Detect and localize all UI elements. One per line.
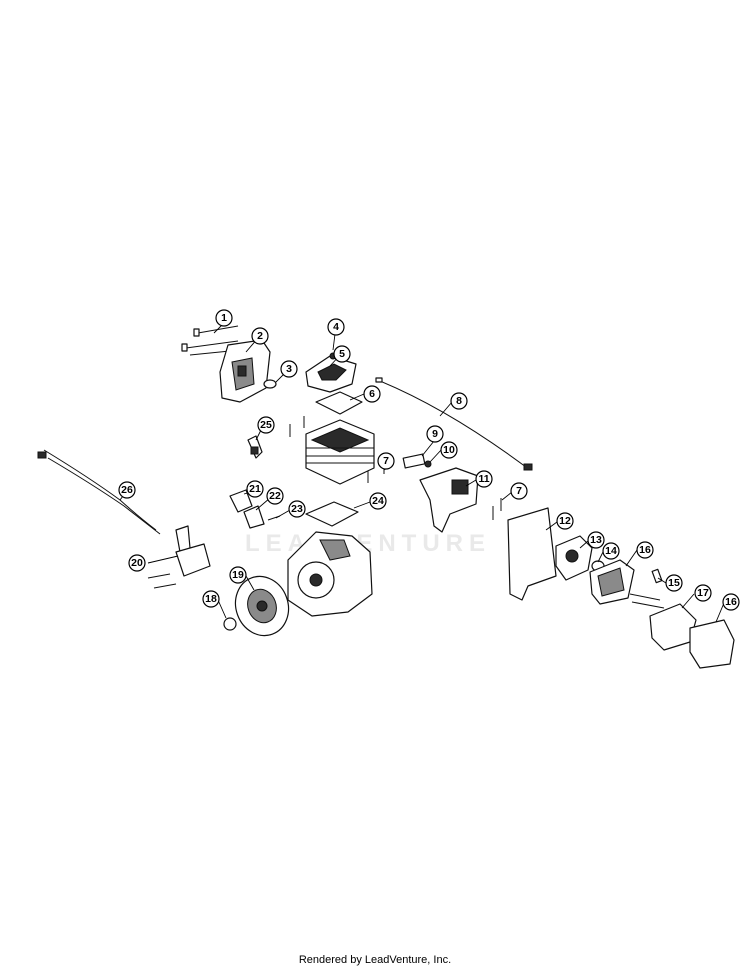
part-ignition-coil (147, 525, 211, 589)
callout-18: 18 (202, 590, 220, 608)
part-filter-element (649, 603, 697, 651)
callout-1: 1 (215, 309, 233, 327)
svg-text:17: 17 (697, 587, 709, 599)
svg-text:20: 20 (131, 557, 143, 569)
part-screws-filter (629, 568, 665, 609)
part-gasket-bottom (305, 501, 359, 527)
svg-text:12: 12 (559, 515, 571, 527)
callout-20: 20 (128, 554, 146, 572)
part-flywheel-nut (223, 617, 237, 631)
callout-15: 15 (665, 574, 683, 592)
part-intake (229, 489, 281, 529)
svg-text:10: 10 (443, 444, 455, 456)
svg-text:8: 8 (456, 395, 462, 407)
callout-6: 6 (363, 385, 381, 403)
part-throttle-cable (375, 377, 533, 471)
part-cylinder-cover (305, 352, 357, 393)
part-wire (37, 449, 161, 535)
svg-text:18: 18 (205, 593, 217, 605)
part-o-ring (263, 379, 277, 389)
svg-text:14: 14 (605, 545, 617, 557)
svg-text:6: 6 (369, 388, 375, 400)
callout-25: 25 (257, 416, 275, 434)
part-cover (219, 339, 271, 403)
svg-text:16: 16 (639, 544, 651, 556)
callout-24: 24 (369, 492, 387, 510)
svg-text:25: 25 (260, 419, 272, 431)
part-bracket (419, 467, 479, 533)
callout-16b: 16 (722, 593, 740, 611)
part-crankcase (287, 531, 373, 617)
footer-credit: Rendered by LeadVenture, Inc. (298, 954, 452, 966)
callout-21: 21 (246, 480, 264, 498)
svg-text:7: 7 (383, 455, 389, 467)
part-flywheel (234, 575, 290, 637)
part-plate (402, 453, 426, 469)
part-nut (424, 460, 432, 468)
part-carburetor (555, 535, 593, 581)
callout-5: 5 (333, 345, 351, 363)
svg-text:4: 4 (333, 321, 339, 333)
svg-text:9: 9 (432, 428, 438, 440)
callout-7a: 7 (377, 452, 395, 470)
callout-8: 8 (450, 392, 468, 410)
part-gasket-top (315, 391, 363, 415)
callout-23: 23 (288, 500, 306, 518)
part-spark-plug (247, 435, 263, 459)
svg-text:21: 21 (249, 483, 261, 495)
callout-9: 9 (426, 425, 444, 443)
part-heat-shield (507, 507, 557, 601)
callout-14: 14 (602, 542, 620, 560)
svg-text:26: 26 (121, 484, 133, 496)
svg-text:24: 24 (372, 495, 384, 507)
svg-text:2: 2 (257, 330, 263, 342)
part-filter-cover (689, 619, 735, 669)
callout-17: 17 (694, 584, 712, 602)
svg-text:19: 19 (232, 569, 244, 581)
callout-3: 3 (280, 360, 298, 378)
svg-text:7: 7 (516, 485, 522, 497)
svg-text:15: 15 (668, 577, 680, 589)
svg-text:22: 22 (269, 490, 281, 502)
svg-text:3: 3 (286, 363, 292, 375)
callout-22: 22 (266, 487, 284, 505)
callout-4: 4 (327, 318, 345, 336)
callout-7b: 7 (510, 482, 528, 500)
svg-text:1: 1 (221, 312, 227, 324)
callout-19: 19 (229, 566, 247, 584)
callout-2: 2 (251, 327, 269, 345)
callout-16a: 16 (636, 541, 654, 559)
callout-12: 12 (556, 512, 574, 530)
svg-text:5: 5 (339, 348, 345, 360)
callout-13: 13 (587, 531, 605, 549)
part-cylinder (305, 419, 375, 485)
part-air-filter-base (589, 559, 635, 605)
svg-text:11: 11 (478, 473, 489, 485)
callout-11: 11 (475, 470, 493, 488)
svg-text:13: 13 (590, 534, 602, 546)
leader-lines (119, 324, 725, 623)
svg-text:23: 23 (291, 503, 303, 515)
svg-text:16: 16 (725, 596, 737, 608)
callout-26: 26 (118, 481, 136, 499)
callout-10: 10 (440, 441, 458, 459)
